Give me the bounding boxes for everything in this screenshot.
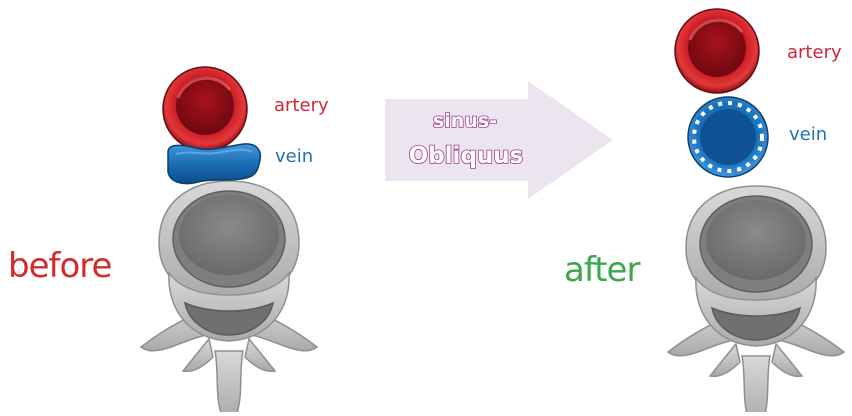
after-vertebra bbox=[668, 186, 844, 412]
before-vertebra bbox=[141, 181, 317, 412]
procedure-name-line2: Obliquus bbox=[392, 143, 540, 169]
before-vein-label: vein bbox=[275, 146, 313, 167]
before-label: before bbox=[8, 246, 111, 286]
before-vein-shape bbox=[168, 144, 260, 184]
after-vein-label: vein bbox=[789, 124, 827, 145]
after-label: after bbox=[564, 250, 639, 290]
procedure-name-line1: sinus- bbox=[410, 110, 520, 132]
after-artery-label: artery bbox=[787, 42, 842, 63]
after-artery-shape bbox=[675, 9, 759, 93]
after-vein-shape bbox=[688, 97, 768, 177]
before-artery-shape bbox=[163, 67, 247, 151]
procedure-arrow bbox=[385, 81, 613, 199]
before-artery-label: artery bbox=[274, 95, 329, 116]
